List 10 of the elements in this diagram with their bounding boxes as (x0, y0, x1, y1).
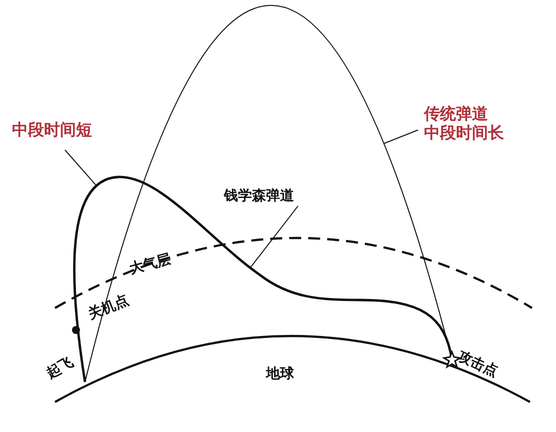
leader-line (64, 150, 97, 186)
qian-trajectory-curve (73, 176, 454, 382)
callout-label: 中段时间短 (12, 120, 92, 140)
leader-line (250, 206, 298, 268)
leader-line (383, 130, 418, 144)
callout-label: 传统弹道 中段时间长 (424, 104, 504, 142)
callout-label: 钱学森弹道 (224, 188, 294, 205)
launch-label: 起飞 (44, 354, 77, 383)
impact-point-label: 攻击点 (454, 348, 500, 381)
earth-label: 地球 (266, 366, 294, 383)
